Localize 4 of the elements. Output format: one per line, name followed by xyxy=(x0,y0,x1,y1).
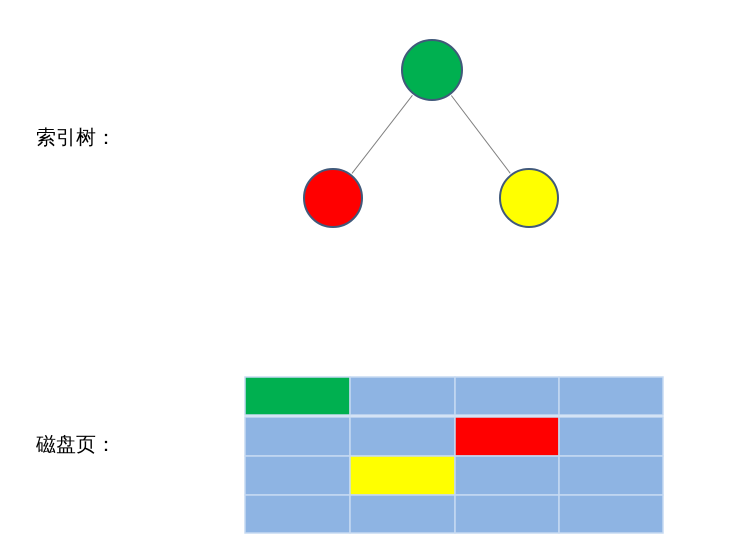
connector-line xyxy=(450,95,511,174)
section-label: 索引树： xyxy=(36,124,116,151)
section-label: 磁盘页： xyxy=(36,431,116,458)
connector-line xyxy=(351,94,413,174)
